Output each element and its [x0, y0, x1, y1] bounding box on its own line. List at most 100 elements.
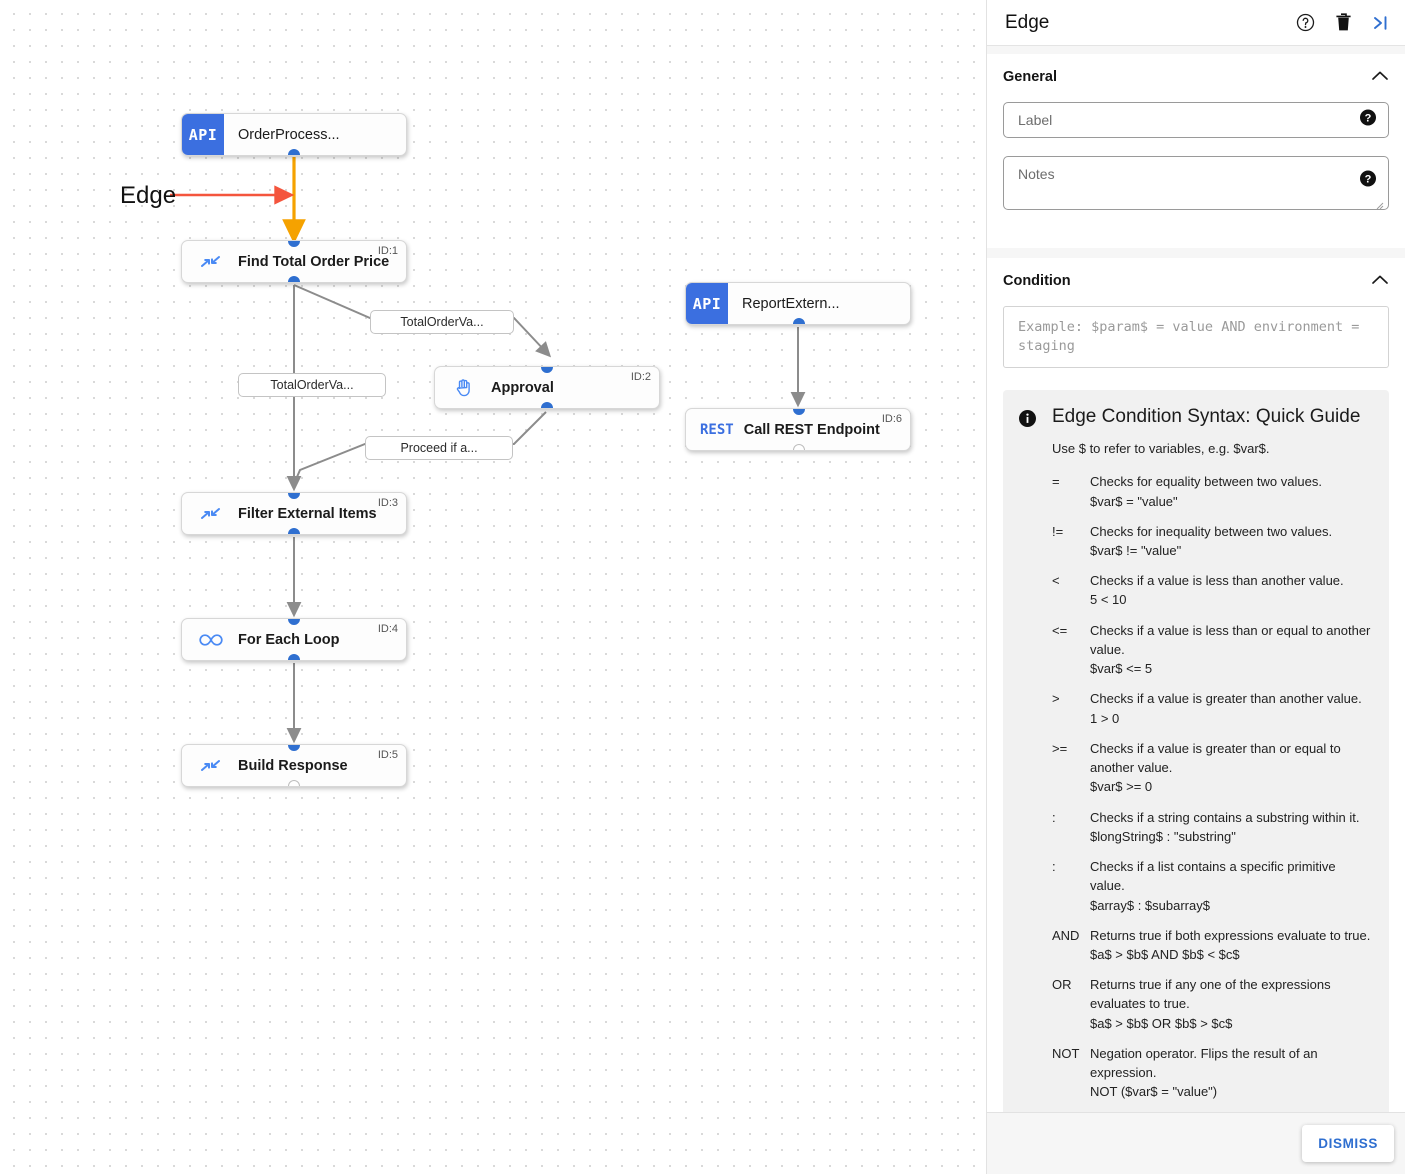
help-badge-icon[interactable]: ? [1360, 109, 1376, 131]
operator-example: $a$ > $b$ OR $b$ > $c$ [1090, 1015, 1233, 1031]
operator-row: OR Returns true if any one of the express… [1052, 975, 1373, 1033]
node-input-port[interactable] [541, 367, 553, 373]
operator-symbol: <= [1052, 622, 1068, 638]
operator-example: 1 > 0 [1090, 710, 1120, 726]
info-icon [1019, 406, 1036, 1112]
node-for-each-loop[interactable]: For Each Loop ID:4 [181, 618, 407, 661]
svg-text:?: ? [1365, 113, 1372, 125]
guide-title: Edge Condition Syntax: Quick Guide [1052, 406, 1361, 428]
operator-example: $var$ = "value" [1090, 493, 1178, 509]
section-title: General [1003, 69, 1057, 85]
general-section-header[interactable]: General [1003, 68, 1389, 86]
guide-subtitle: Use $ to refer to variables, e.g. $var$. [1052, 441, 1270, 457]
node-output-port[interactable] [288, 780, 300, 786]
edge-label[interactable]: TotalOrderVa... [238, 373, 386, 397]
label-field[interactable]: Label ? [1003, 102, 1389, 138]
node-title: Find Total Order Price [238, 253, 390, 270]
node-filter-external-items[interactable]: Filter External Items ID:3 [181, 492, 407, 535]
operator-row: =Checks for equality between two values.… [1052, 472, 1373, 510]
node-output-port[interactable] [288, 654, 300, 660]
node-output-port[interactable] [793, 318, 805, 324]
merge-arrows-icon [194, 254, 228, 270]
operator-symbol: != [1052, 523, 1064, 539]
edge-properties-panel: Edge General [986, 0, 1405, 1174]
node-orderprocess[interactable]: API OrderProcess... [181, 113, 407, 156]
notes-field-placeholder: Notes [1018, 166, 1055, 182]
operator-example: $longString$ : "substring" [1090, 828, 1236, 844]
node-id-label: ID:2 [630, 371, 651, 383]
flow-canvas[interactable]: Edge API OrderProcess... Find Total Orde… [0, 0, 986, 1174]
node-id-label: ID:5 [377, 749, 398, 761]
operator-symbol: OR [1052, 977, 1072, 993]
operator-symbol: = [1052, 474, 1060, 490]
node-call-rest-endpoint[interactable]: REST Call REST Endpoint ID:6 [685, 408, 911, 451]
chevron-up-icon[interactable] [1371, 68, 1389, 86]
operator-description: Checks for inequality between two values… [1090, 522, 1373, 560]
chevron-up-icon[interactable] [1371, 272, 1389, 290]
operator-example: NOT ($var$ = "value") [1090, 1084, 1218, 1100]
operator-example: $array$ : $subarray$ [1090, 897, 1210, 913]
operator-symbol: : [1052, 809, 1056, 825]
node-approval[interactable]: Approval ID:2 [434, 366, 660, 409]
operator-symbol: >= [1052, 740, 1068, 756]
operator-row: <=Checks if a value is less than or equa… [1052, 621, 1373, 679]
operator-row: >Checks if a value is greater than anoth… [1052, 689, 1373, 727]
node-title: Approval [491, 379, 554, 396]
operator-description: Returns true if any one of the expressio… [1090, 975, 1373, 1033]
node-id-label: ID:1 [377, 245, 398, 257]
node-input-port[interactable] [793, 409, 805, 415]
condition-section: Condition Example: $param$ = value AND e… [987, 258, 1405, 1112]
node-output-port[interactable] [288, 149, 300, 155]
condition-section-header[interactable]: Condition [1003, 272, 1389, 290]
operator-example: $var$ != "value" [1090, 543, 1182, 559]
help-icon[interactable] [1296, 13, 1315, 32]
node-input-port[interactable] [288, 619, 300, 625]
operator-description: Checks if a list contains a specific pri… [1090, 857, 1373, 915]
node-title: Filter External Items [238, 505, 377, 522]
node-title: OrderProcess... [238, 126, 340, 143]
hand-icon [447, 378, 481, 397]
operator-example: $var$ <= 5 [1090, 661, 1153, 677]
node-input-port[interactable] [288, 241, 300, 247]
condition-editor[interactable]: Example: $param$ = value AND environment… [1003, 306, 1389, 369]
node-output-port[interactable] [793, 444, 805, 450]
operator-description: Checks if a value is less than another v… [1090, 571, 1373, 609]
api-badge: API [686, 283, 728, 324]
edge-label[interactable]: Proceed if a... [365, 436, 513, 460]
node-reportexternal[interactable]: API ReportExtern... [685, 282, 911, 325]
node-title: Call REST Endpoint [743, 421, 880, 438]
trash-icon[interactable] [1335, 13, 1352, 32]
node-id-label: ID:4 [377, 623, 398, 635]
node-id-label: ID:6 [881, 413, 902, 425]
node-title: For Each Loop [238, 631, 340, 648]
operator-list: =Checks for equality between two values.… [1052, 472, 1373, 1101]
node-find-total-order-price[interactable]: Find Total Order Price ID:1 [181, 240, 407, 283]
dismiss-button[interactable]: DISMISS [1302, 1125, 1394, 1162]
general-section: General Label ? Notes ? [987, 54, 1405, 248]
node-input-port[interactable] [288, 745, 300, 751]
edge-label[interactable]: TotalOrderVa... [370, 310, 514, 334]
operator-example: $a$ > $b$ AND $b$ < $c$ [1090, 947, 1240, 962]
operator-symbol: AND [1052, 927, 1080, 943]
node-input-port[interactable] [288, 493, 300, 499]
node-title: Build Response [238, 757, 348, 774]
help-badge-icon[interactable]: ? [1360, 170, 1376, 192]
operator-description: Checks if a value is greater than or equ… [1090, 739, 1373, 797]
node-build-response[interactable]: Build Response ID:5 [181, 744, 407, 787]
operator-symbol: : [1052, 859, 1056, 875]
edges-layer [170, 157, 806, 744]
operator-row: >= Checks if a value is greater than or e… [1052, 739, 1373, 797]
resize-grip-icon[interactable] [1375, 197, 1384, 210]
notes-field[interactable]: Notes ? [1003, 156, 1389, 210]
node-output-port[interactable] [541, 402, 553, 408]
panel-body: General Label ? Notes ? [987, 46, 1405, 1112]
collapse-panel-icon[interactable] [1372, 14, 1391, 32]
node-output-port[interactable] [288, 276, 300, 282]
rest-badge: REST [700, 421, 734, 438]
edge-annotation-label: Edge [120, 182, 177, 209]
node-output-port[interactable] [288, 528, 300, 534]
operator-description: Checks if a value is greater than anothe… [1090, 689, 1373, 727]
operator-symbol: NOT [1052, 1045, 1080, 1061]
